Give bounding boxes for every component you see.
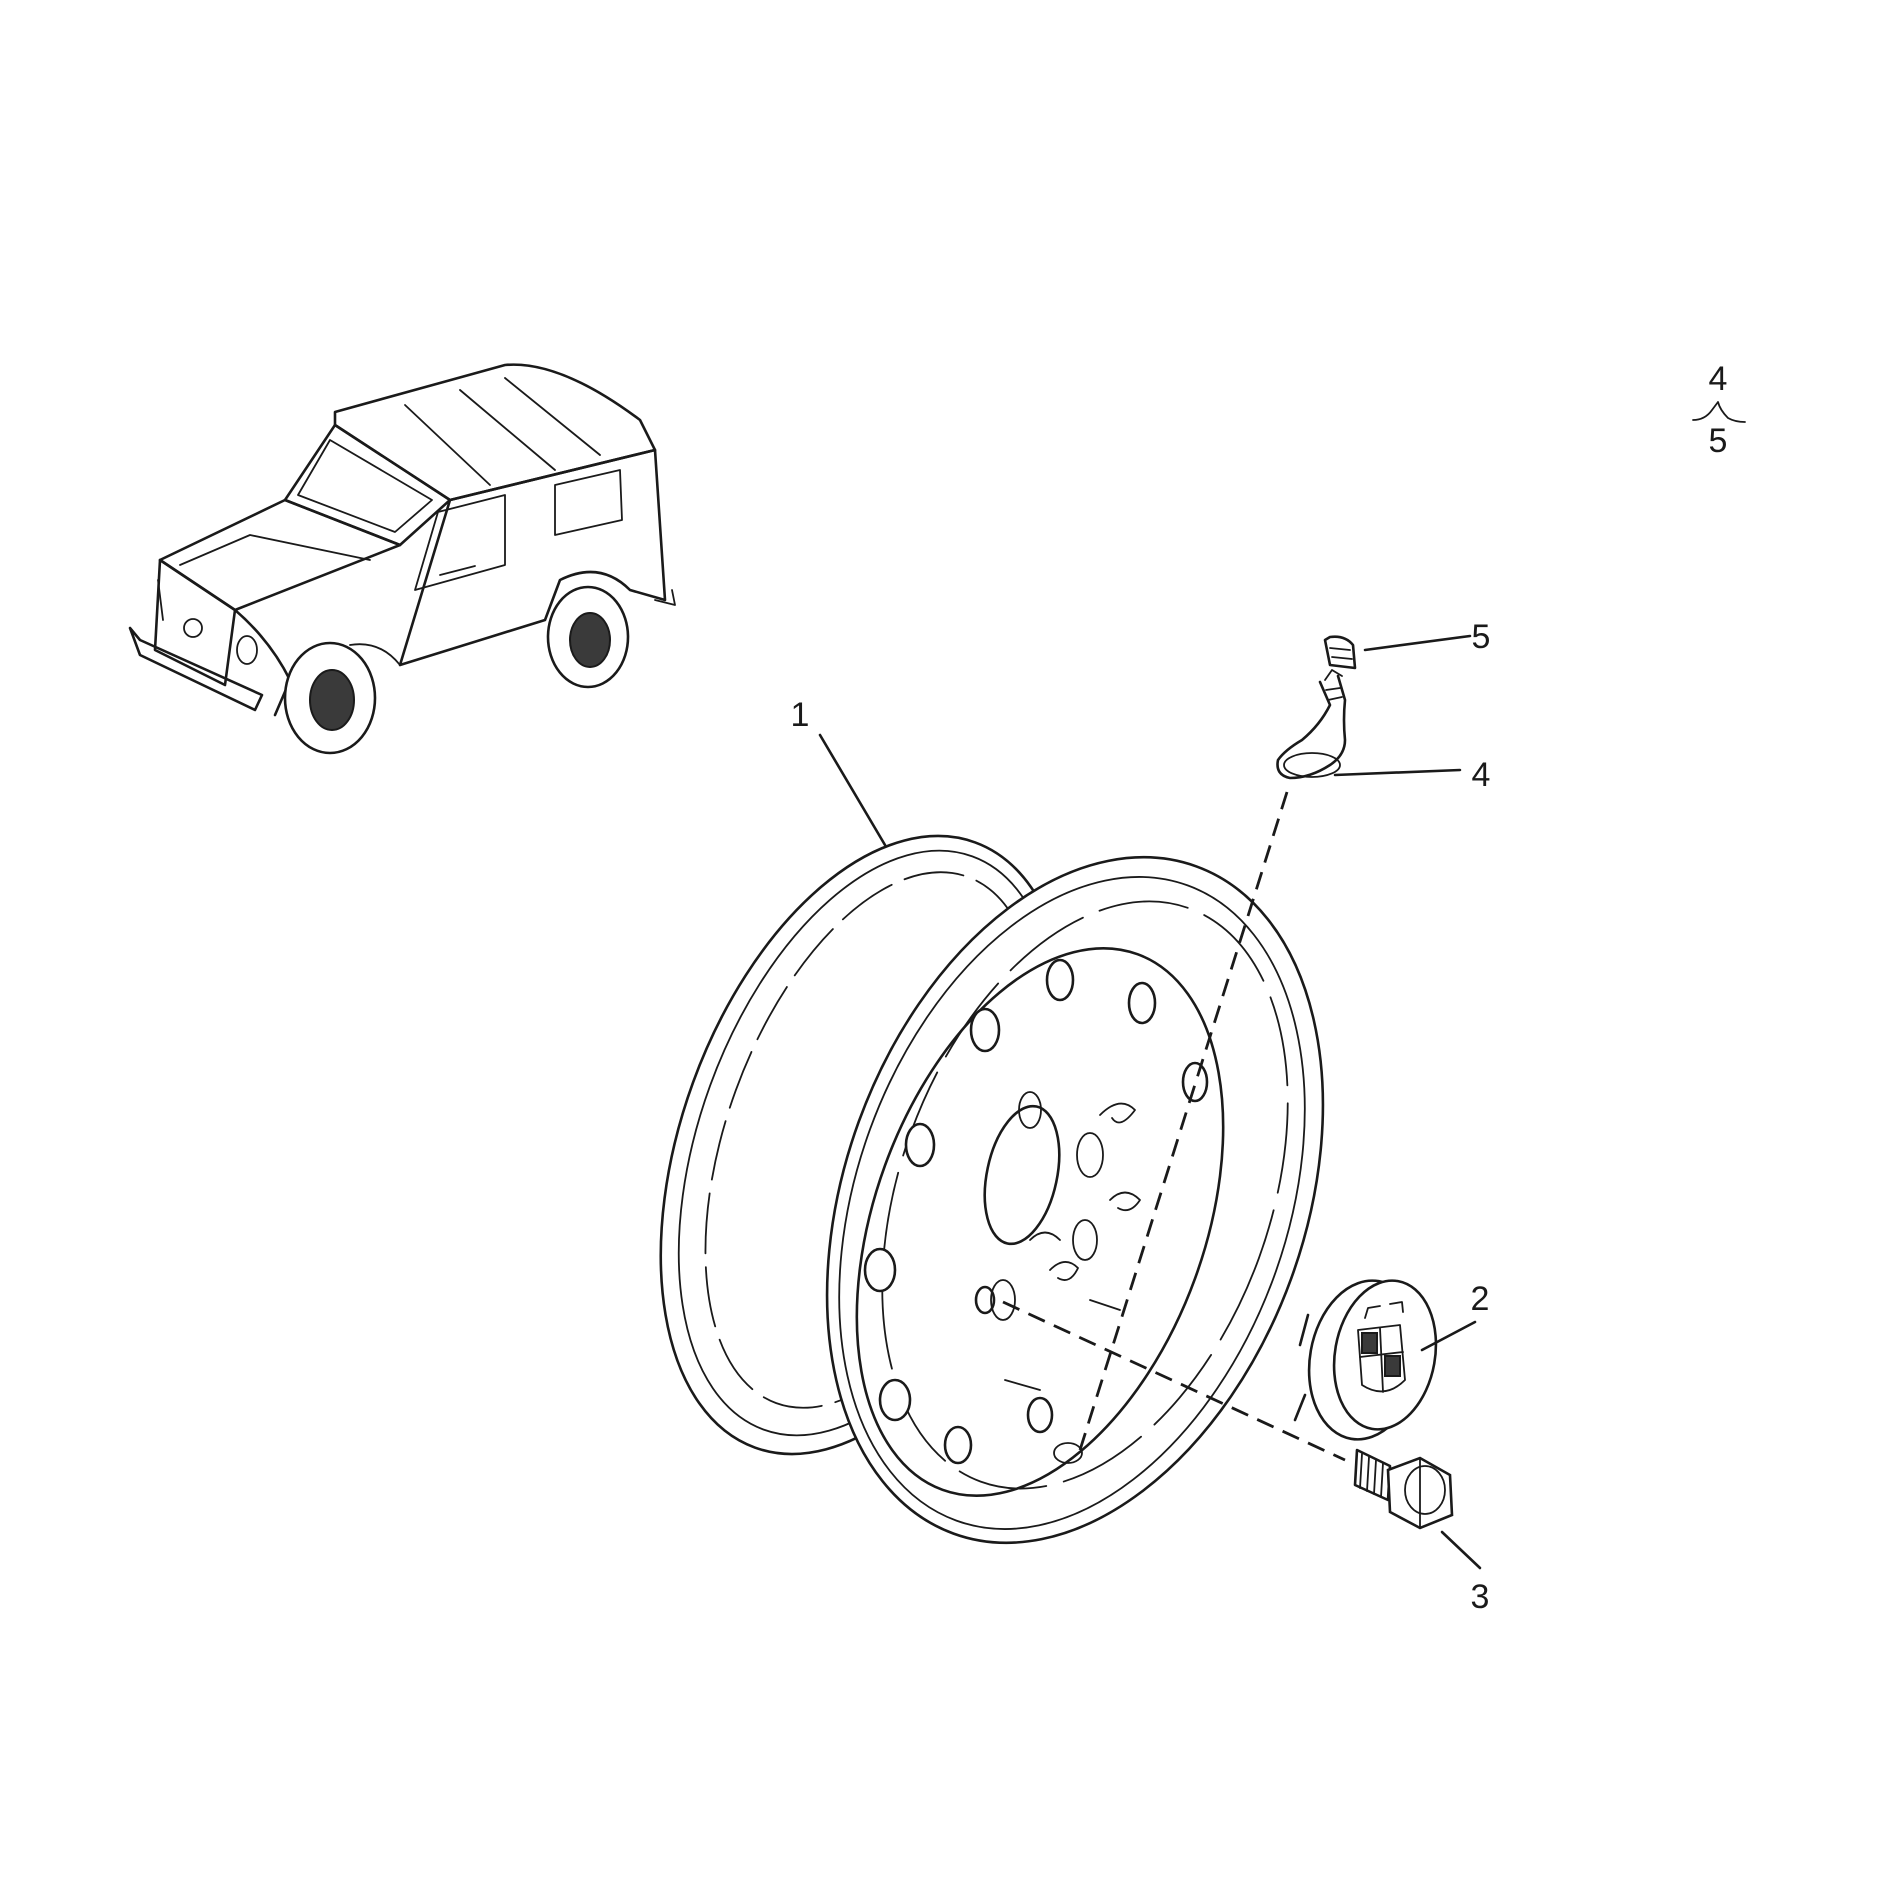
callout-1: 1 [791,696,810,734]
assembly-legend: 4 5 [1692,360,1746,460]
legend-brace [1692,401,1746,423]
vehicle-illustration [128,363,676,755]
hub-cap [1293,1279,1438,1441]
hub-cap-emblem [1357,1301,1406,1393]
callout-2: 2 [1471,1280,1490,1318]
wheel-bolt [1353,1448,1454,1530]
assembly-lines [1002,791,1346,1462]
valve-cap [1323,635,1357,670]
legend-top: 4 [1709,360,1728,398]
callout-3: 3 [1471,1578,1490,1616]
callout-5: 5 [1472,618,1491,656]
vent-holes [863,958,1209,1465]
leader-lines [818,634,1482,1570]
valve-stem [1276,669,1347,780]
wheel-rim [659,834,1325,1545]
legend-bottom: 5 [1709,422,1728,460]
callout-4: 4 [1472,756,1491,794]
